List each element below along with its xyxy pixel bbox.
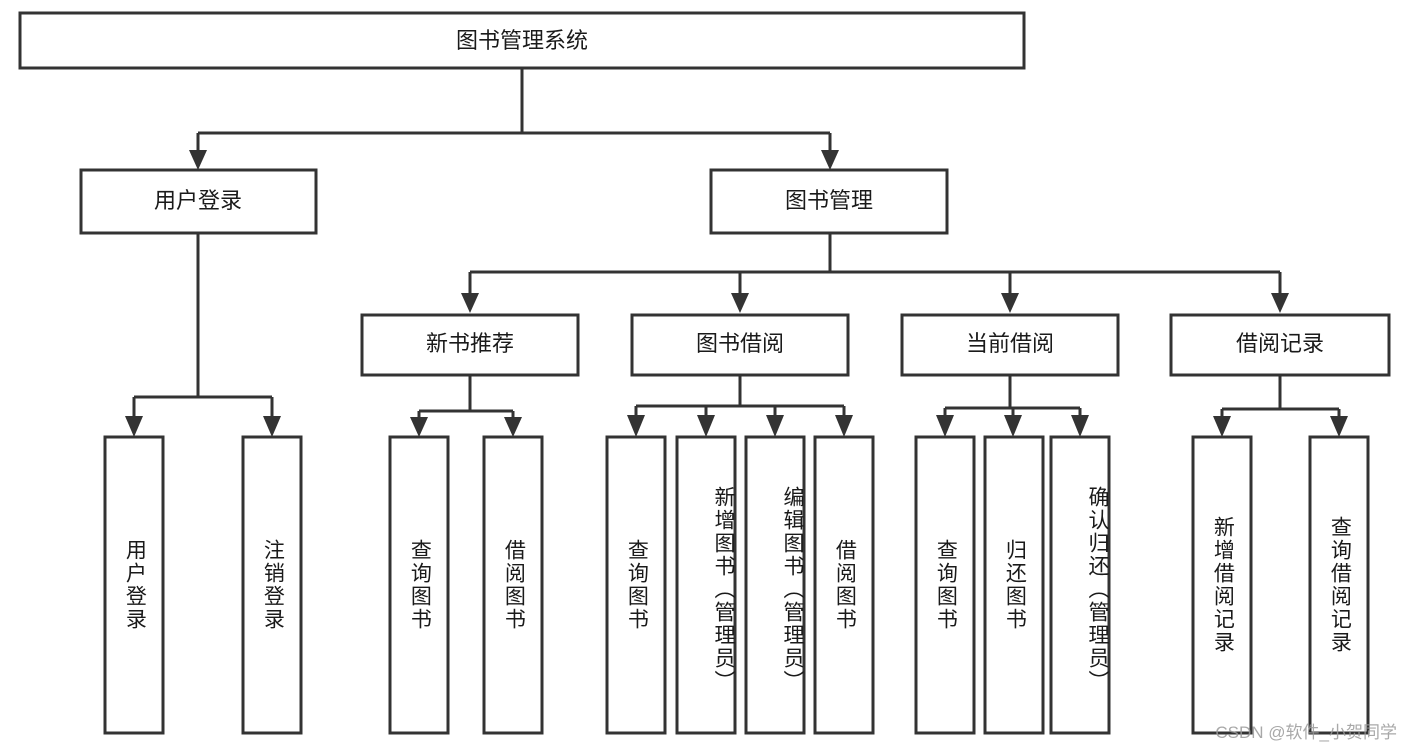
arrowhead-borrow-record (1271, 293, 1289, 313)
csdn-watermark: CSDN @软件_小贺同学 (1215, 723, 1397, 742)
node-root[interactable]: 图书管理系统 (18, 11, 1026, 70)
connector-group-borrow-record (1213, 375, 1348, 437)
node-leaf-return-book-box[interactable] (983, 435, 1045, 735)
node-leaf-confirm-return-box[interactable] (1049, 435, 1111, 735)
arrowhead-book-manage (821, 150, 839, 170)
arrowhead-leaf-query-book-1 (410, 417, 428, 437)
node-new-book-recommend-label: 新书推荐 (426, 331, 514, 356)
node-leaf-logout-login-box[interactable] (241, 435, 303, 735)
node-root-box[interactable] (18, 11, 1026, 70)
arrowhead-leaf-query-book-3 (936, 415, 954, 437)
node-current-borrow-label: 当前借阅 (966, 331, 1054, 356)
node-current-borrow[interactable]: 当前借阅 (900, 313, 1120, 377)
node-user-login[interactable]: 用户登录 (79, 168, 318, 235)
arrowhead-user-login (189, 150, 207, 170)
arrowhead-leaf-confirm-return (1071, 415, 1089, 437)
arrowhead-leaf-add-record (1213, 416, 1231, 437)
node-leaf-borrow-book-2-box[interactable] (813, 435, 875, 735)
leaf-box-group (103, 435, 1370, 735)
arrowhead-book-borrow (731, 293, 749, 313)
node-leaf-user-login-box[interactable] (103, 435, 165, 735)
connector-group-new-book-recommend (410, 375, 522, 437)
arrowhead-leaf-borrow-book-1 (504, 417, 522, 437)
node-current-borrow-box[interactable] (900, 313, 1120, 377)
connector-group-user-login (125, 233, 281, 437)
node-leaf-borrow-book-1-box[interactable] (482, 435, 544, 735)
arrowhead-leaf-borrow-book-2 (835, 415, 853, 437)
node-leaf-add-record-box[interactable] (1191, 435, 1253, 735)
node-leaf-query-book-2-box[interactable] (605, 435, 667, 735)
arrowhead-leaf-return-book (1004, 415, 1022, 437)
arrowhead-new-book-recommend (461, 293, 479, 313)
node-book-manage-box[interactable] (709, 168, 949, 235)
arrowhead-leaf-query-record (1330, 416, 1348, 437)
node-user-login-box[interactable] (79, 168, 318, 235)
node-book-borrow-box[interactable] (630, 313, 850, 377)
node-borrow-record[interactable]: 借阅记录 (1169, 313, 1391, 377)
node-borrow-record-box[interactable] (1169, 313, 1391, 377)
arrowhead-current-borrow (1001, 293, 1019, 313)
node-leaf-query-record-box[interactable] (1308, 435, 1370, 735)
node-book-manage-label: 图书管理 (785, 188, 873, 213)
connector-group-root (189, 68, 839, 170)
node-leaf-edit-book-box[interactable] (744, 435, 806, 735)
node-book-manage[interactable]: 图书管理 (709, 168, 949, 235)
arrowhead-leaf-edit-book (766, 415, 784, 437)
node-book-borrow-label: 图书借阅 (696, 331, 784, 356)
node-leaf-add-book-box[interactable] (675, 435, 737, 735)
connector-group-book-manage (461, 233, 1289, 313)
arrowhead-leaf-query-book-2 (627, 415, 645, 437)
arrowhead-leaf-user-login (125, 416, 143, 437)
arrowhead-leaf-logout-login (263, 416, 281, 437)
node-new-book-recommend[interactable]: 新书推荐 (360, 313, 580, 377)
arrowhead-leaf-add-book (697, 415, 715, 437)
node-leaf-query-book-1-box[interactable] (388, 435, 450, 735)
node-leaf-query-book-3-box[interactable] (914, 435, 976, 735)
node-user-login-label: 用户登录 (154, 188, 242, 213)
node-borrow-record-label: 借阅记录 (1236, 331, 1324, 356)
connector-group-book-borrow (627, 375, 853, 437)
node-new-book-recommend-box[interactable] (360, 313, 580, 377)
node-book-borrow[interactable]: 图书借阅 (630, 313, 850, 377)
connector-group-current-borrow (936, 375, 1089, 437)
node-root-label: 图书管理系统 (456, 28, 588, 53)
